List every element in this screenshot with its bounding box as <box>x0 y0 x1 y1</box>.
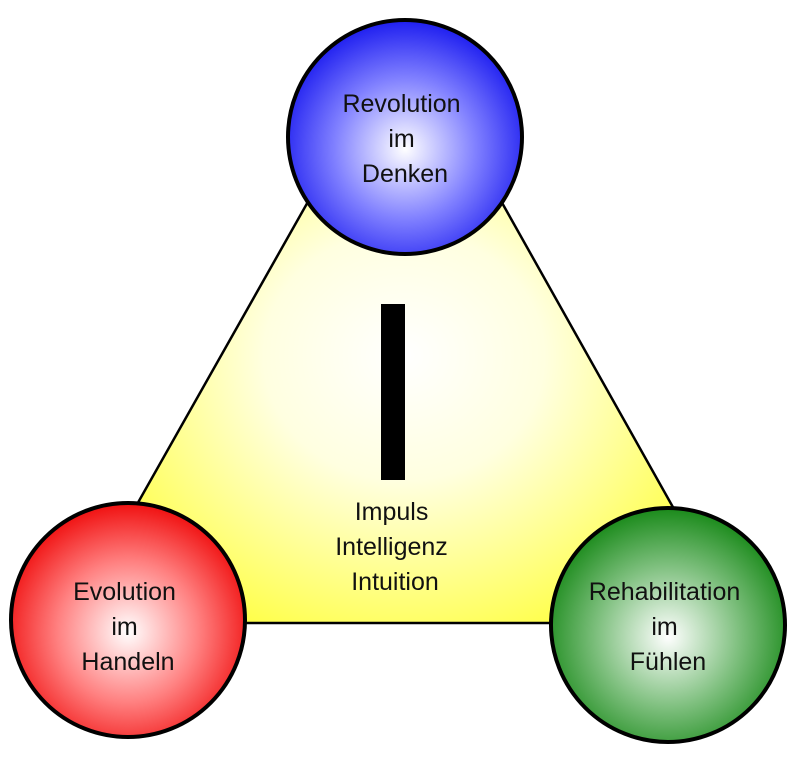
node-left-label: Evolution im Handeln <box>73 578 183 676</box>
node-top-label: Revolution im Denken <box>342 90 467 188</box>
node-right-line-2: im <box>651 613 677 641</box>
node-top: Revolution im Denken <box>286 18 524 256</box>
center-labels: Impuls Intelligenz Intuition <box>335 498 455 596</box>
center-label-3: Intuition <box>351 568 439 596</box>
center-label-2: Intelligenz <box>335 533 448 561</box>
center-i-symbol <box>381 304 405 480</box>
node-left-line-2: im <box>111 613 137 641</box>
node-left-line-3: Handeln <box>81 648 174 676</box>
node-right-label: Rehabilitation im Fühlen <box>589 578 747 676</box>
node-top-line-2: im <box>388 125 414 153</box>
node-top-line-3: Denken <box>362 160 448 188</box>
node-left: Evolution im Handeln <box>9 501 247 739</box>
node-right-line-3: Fühlen <box>630 648 706 676</box>
node-left-circle <box>9 501 247 739</box>
node-right: Rehabilitation im Fühlen <box>549 506 787 744</box>
node-top-circle <box>286 18 524 256</box>
node-right-circle <box>549 506 787 744</box>
node-top-line-1: Revolution <box>342 90 460 118</box>
center-label-1: Impuls <box>355 498 429 526</box>
node-left-line-1: Evolution <box>73 578 176 606</box>
node-right-line-1: Rehabilitation <box>589 578 741 606</box>
